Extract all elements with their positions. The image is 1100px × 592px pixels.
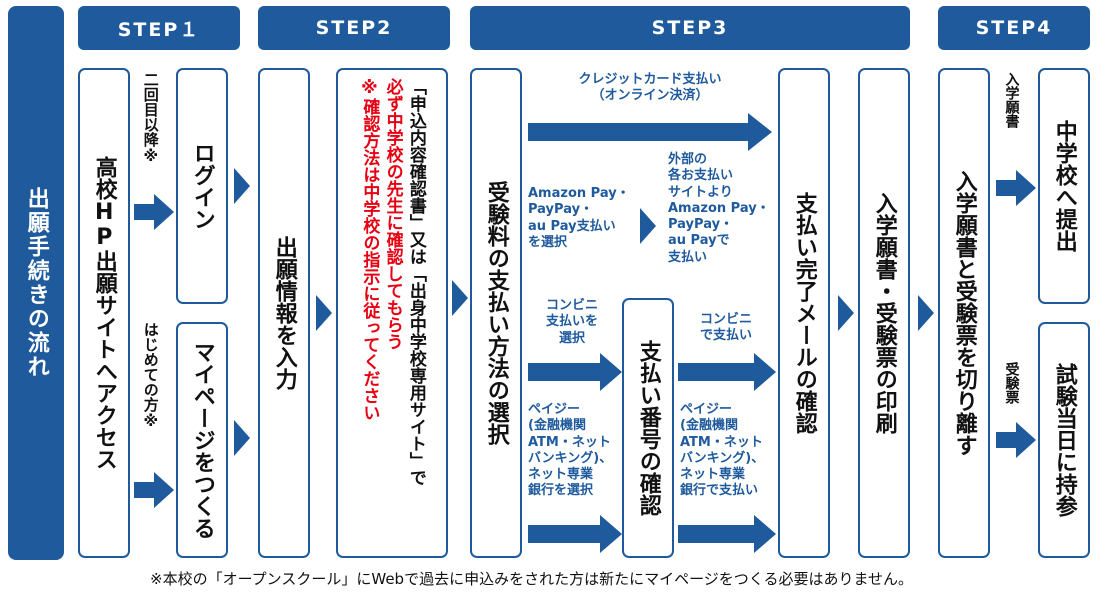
access-site-box: 高校HP出願サイトへアクセス — [78, 68, 130, 558]
select-payment-box: 受験料の支払い方法の選択 — [470, 68, 522, 558]
confirm-doc-box: 「申込内容確認書」又は「出身中学校専用サイト」で 必ず中学校の先生に確認してもら… — [336, 68, 448, 558]
submit-box: 中学校へ提出 — [1038, 68, 1090, 304]
print-box: 入学願書・受験票の印刷 — [858, 68, 910, 558]
arrow-right-icon — [134, 194, 174, 230]
arrow-right-icon — [678, 515, 776, 553]
exam-ticket-label: 受験票 — [1003, 362, 1020, 404]
arrow-right-icon — [528, 515, 622, 553]
completion-mail-box: 支払い完了メールの確認 — [778, 68, 830, 558]
step1-header: STEP１ — [78, 6, 240, 50]
flow-title: 出願手続きの流れ — [23, 187, 49, 379]
step4-header: STEP4 — [938, 6, 1090, 50]
arrow-right-icon — [528, 353, 622, 391]
confirm-doc-text-b: 必ず中学校の先生に確認してもらう — [382, 78, 403, 350]
input-info-text: 出願情報を入力 — [271, 236, 297, 390]
application-label: 入学願書 — [1003, 72, 1020, 128]
flow-triangle — [234, 168, 250, 204]
step3-header: STEP3 — [470, 6, 910, 50]
conveni-pay-label: コンビニで支払い — [699, 312, 752, 344]
flow-triangle — [838, 295, 854, 331]
completion-mail-text: 支払い完了メールの確認 — [791, 192, 817, 434]
input-info-box: 出願情報を入力 — [258, 68, 310, 558]
login-box: ログイン — [176, 68, 228, 304]
payment-number-box: 支払い番号の確認 — [622, 298, 674, 558]
flow-triangle — [316, 295, 332, 331]
mypage-text: マイページをつくる — [189, 341, 215, 539]
payeasy-select-label: ペイジー(金融機関 ATM・ネットバンキング)、 ネット専業銀行を選択 — [528, 402, 613, 499]
cut-box: 入学願書と受験票を切り離す — [938, 68, 990, 558]
second-time-note: 二回目以降※ — [141, 72, 160, 165]
bring-box: 試験当日に持参 — [1038, 322, 1090, 558]
arrow-right-icon — [996, 422, 1036, 458]
flow-title-bar: 出願手続きの流れ — [8, 6, 64, 560]
flow-triangle — [640, 208, 656, 244]
confirm-doc-text-c: ※確認方法は中学校の指示に従ってください — [359, 78, 380, 421]
conveni-select-label: コンビニ支払いを 選択 — [545, 298, 598, 346]
confirm-doc-text-a: 「申込内容確認書」又は「出身中学校専用サイト」で — [405, 78, 426, 486]
credit-label: クレジットカード支払い （オンライン決済） — [578, 72, 722, 104]
amazon-select-label: Amazon Pay・PayPay・ au Pay支払いを選択 — [528, 186, 630, 250]
payment-number-text: 支払い番号の確認 — [635, 340, 661, 516]
flow-triangle — [918, 295, 934, 331]
bring-text: 試験当日に持参 — [1051, 363, 1077, 517]
first-time-note: はじめての方※ — [141, 322, 160, 430]
submit-text: 中学校へ提出 — [1051, 120, 1077, 252]
step2-header: STEP2 — [258, 6, 450, 50]
mypage-box: マイページをつくる — [176, 322, 228, 558]
payeasy-pay-label: ペイジー(金融機関 ATM・ネットバンキング)、 ネット専業銀行で支払い — [680, 402, 765, 499]
print-text: 入学願書・受験票の印刷 — [871, 192, 897, 434]
footnote: ※本校の「オープンスクール」にWebで過去に申込みをされた方は新たにマイページを… — [150, 570, 914, 588]
cut-text: 入学願書と受験票を切り離す — [951, 170, 977, 456]
flow-triangle — [234, 420, 250, 456]
select-payment-text: 受験料の支払い方法の選択 — [483, 181, 509, 445]
arrow-right-icon — [134, 472, 174, 508]
access-site-text: 高校HP出願サイトへアクセス — [91, 156, 117, 470]
arrow-right-icon — [528, 113, 772, 151]
flow-triangle — [452, 280, 468, 316]
login-text: ログイン — [189, 142, 215, 230]
arrow-right-icon — [678, 353, 776, 391]
arrow-right-icon — [996, 170, 1036, 206]
